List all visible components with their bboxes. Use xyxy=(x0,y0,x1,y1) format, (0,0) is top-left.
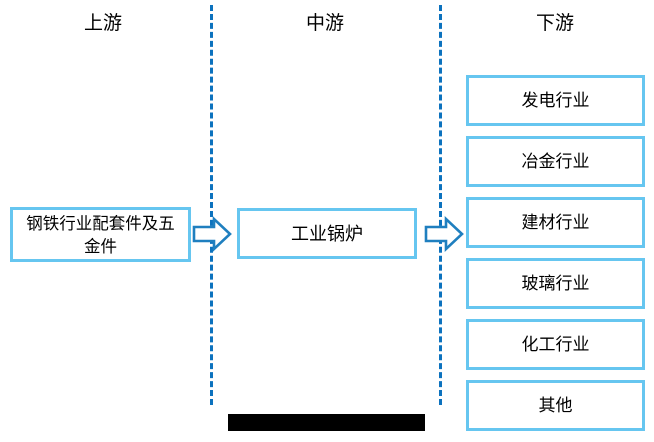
right-block-arrow-icon xyxy=(424,214,464,254)
node-downstream-power-generation[interactable]: 发电行业 xyxy=(466,75,645,126)
node-downstream-other[interactable]: 其他 xyxy=(466,380,645,431)
node-downstream-glass[interactable]: 玻璃行业 xyxy=(466,258,645,309)
divider-upstream-midstream xyxy=(210,5,213,405)
redaction-bar xyxy=(228,414,425,431)
divider-midstream-downstream xyxy=(439,5,442,405)
node-downstream-chemical[interactable]: 化工行业 xyxy=(466,319,645,370)
right-block-arrow-icon xyxy=(192,214,232,254)
column-header-midstream: 中游 xyxy=(305,13,344,34)
column-header-upstream: 上游 xyxy=(83,13,122,34)
node-upstream-steel-parts[interactable]: 钢铁行业配套件及五金件 xyxy=(10,207,191,262)
node-midstream-industrial-boiler[interactable]: 工业锅炉 xyxy=(237,208,417,259)
node-downstream-metallurgy[interactable]: 冶金行业 xyxy=(466,136,645,187)
column-header-downstream: 下游 xyxy=(535,13,574,34)
node-downstream-building-materials[interactable]: 建材行业 xyxy=(466,197,645,248)
